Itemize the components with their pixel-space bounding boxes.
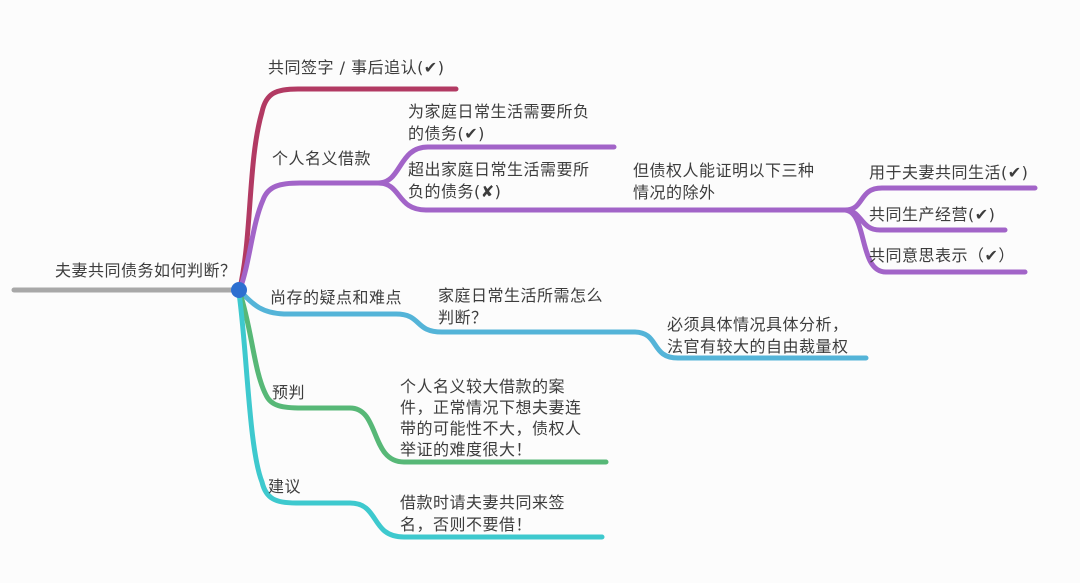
branch-line-sign <box>237 86 459 291</box>
node-exception-intent: 共同意思表示（✔） <box>869 246 1015 265</box>
node-personal-family-debt: 为家庭日常生活需要所负的债务(✔) <box>408 102 590 143</box>
node-personal-beyond-debt: 超出家庭日常生活需要所负的债务(✘) <box>408 160 590 201</box>
node-suggest: 建议 <box>268 477 302 496</box>
node-doubts-question: 家庭日常生活所需怎么判断？ <box>438 286 604 327</box>
branch-line-suggest <box>236 290 605 540</box>
node-root: 夫妻共同债务如何判断？ <box>55 261 237 280</box>
leaf-line-exception-intent <box>842 207 1028 275</box>
node-sign: 共同签字 / 事后追认(✔) <box>268 58 445 77</box>
branch-line-doubts <box>238 289 869 361</box>
node-suggest-detail: 借款时请夫妻共同来签名，否则不要借！ <box>400 493 566 534</box>
branch-line-beyond-debt <box>375 180 848 213</box>
node-exception-business: 共同生产经营(✔) <box>869 205 996 224</box>
node-doubts-answer: 必须具体情况具体分析，法官有较大的自由裁量权 <box>667 315 849 356</box>
node-predict-detail: 个人名义较大借款的案件，正常情况下想夫妻连带的可能性不大，债权人举证的难度很大！ <box>400 377 582 459</box>
root-junction-dot <box>231 282 247 298</box>
branch-line-personal <box>237 180 381 292</box>
node-personal: 个人名义借款 <box>272 149 372 168</box>
branch-line-predict <box>237 290 609 465</box>
node-exception: 但债权人能证明以下三种情况的除外 <box>633 161 815 202</box>
node-predict: 预判 <box>272 383 306 402</box>
node-exception-life: 用于夫妻共同生活(✔) <box>869 163 1029 182</box>
node-doubts: 尚存的疑点和难点 <box>270 288 403 307</box>
